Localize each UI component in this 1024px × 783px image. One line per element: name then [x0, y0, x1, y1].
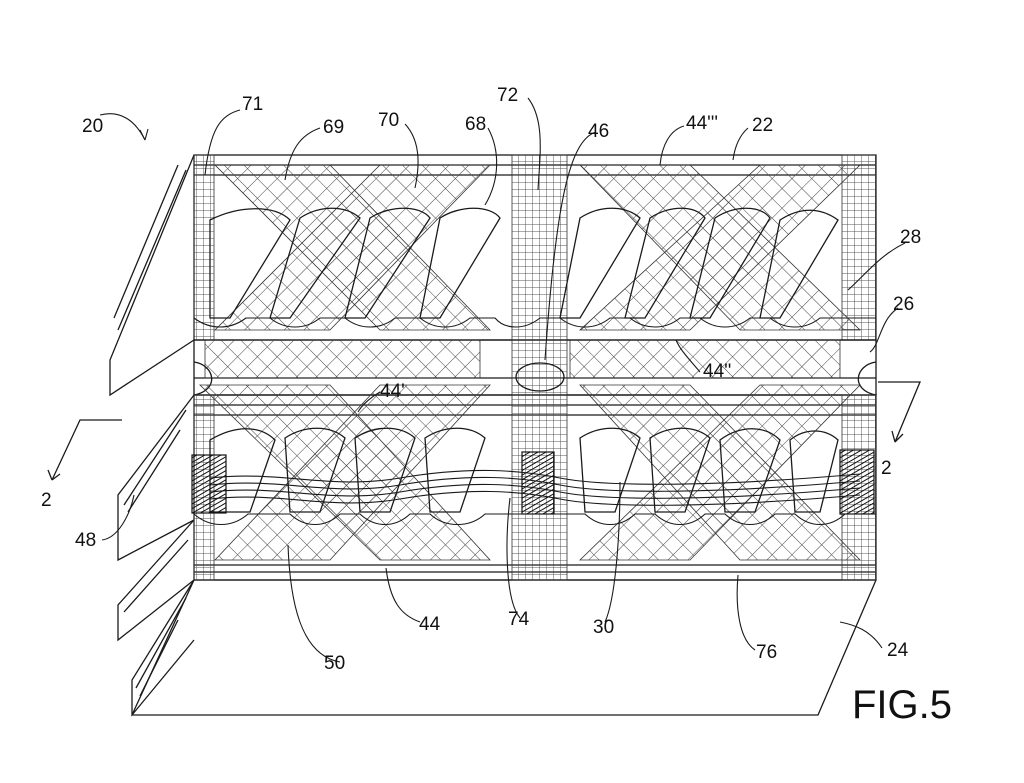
label-44-double-prime: 44''	[703, 361, 731, 382]
middle-layer	[193, 339, 877, 396]
lower-layer	[191, 384, 877, 581]
label-72: 72	[497, 85, 518, 106]
label-24: 24	[887, 640, 909, 661]
label-46: 46	[588, 121, 609, 142]
label-44-prime: 44'	[380, 381, 405, 402]
label-20: 20	[82, 116, 103, 137]
label-2-left: 2	[41, 490, 52, 511]
label-28: 28	[900, 227, 921, 248]
label-74: 74	[508, 609, 530, 630]
label-70: 70	[378, 110, 399, 131]
figure-title: FIG.5	[852, 683, 952, 727]
label-30: 30	[593, 617, 614, 638]
label-76: 76	[756, 642, 777, 663]
label-44: 44	[419, 614, 441, 635]
label-44-triple-prime: 44'''	[686, 113, 718, 134]
reference-labels: 20 71 69 70 68 72 46 44''' 22 28 26 44''…	[41, 85, 952, 727]
label-2-right: 2	[881, 458, 892, 479]
label-26: 26	[893, 294, 914, 315]
label-22: 22	[752, 115, 773, 136]
section-line-arrows	[47, 381, 921, 481]
leader-lines	[99, 97, 906, 663]
label-50: 50	[324, 653, 345, 674]
left-side-panel	[109, 154, 195, 717]
label-69: 69	[323, 117, 344, 138]
upper-layer	[193, 154, 877, 341]
label-71: 71	[242, 94, 263, 115]
label-48: 48	[75, 530, 96, 551]
label-68: 68	[465, 114, 486, 135]
